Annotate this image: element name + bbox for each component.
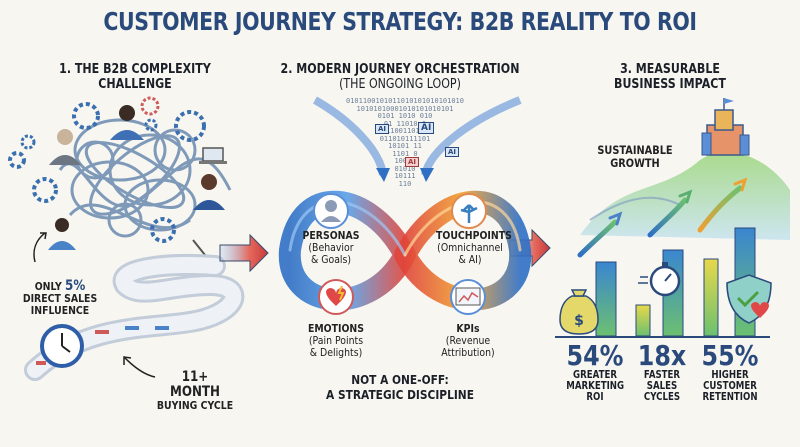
stat-sales-cycles: 18x FASTER SALES CYCLES xyxy=(627,342,697,403)
node-title: EMOTIONS xyxy=(307,322,364,335)
stat-label: GREATER xyxy=(573,369,617,381)
growth-label: SUSTAINABLE GROWTH xyxy=(593,144,678,170)
node-sub: (Pain Points xyxy=(308,334,364,347)
section-2-heading-line1: 2. MODERN JOURNEY ORCHESTRATION xyxy=(280,62,520,77)
node-sub: & Delights) xyxy=(309,346,363,359)
stat-customer-retention: 55% HIGHER CUSTOMER RETENTION xyxy=(695,342,765,403)
binary-line: 01010 xyxy=(394,164,416,173)
section-3-heading: 3. MEASURABLE BUSINESS IMPACT xyxy=(577,62,764,92)
gear-icon xyxy=(20,118,158,150)
stat-label: HIGHER xyxy=(711,369,749,381)
node-title: TOUCHPOINTS xyxy=(436,229,512,242)
node-emotions: EMOTIONS (Pain Points & Delights) xyxy=(302,323,370,359)
binary-line: 1011001101101 xyxy=(377,127,433,135)
node-kpis: KPIs (Revenue Attribution) xyxy=(434,323,502,359)
growth-label-line1: SUSTAINABLE xyxy=(597,143,673,157)
node-sub: & Goals) xyxy=(310,253,352,266)
callout-value: 5% xyxy=(65,278,86,294)
loop-footer-line2: A STRATEGIC DISCIPLINE xyxy=(326,387,474,402)
stat-marketing-roi: 54% GREATER MARKETING ROI xyxy=(560,342,630,403)
stat-label: SALES xyxy=(646,380,678,392)
hill xyxy=(580,151,790,240)
binary-line: 110 xyxy=(398,179,412,188)
callout-prefix: ONLY xyxy=(34,280,66,293)
callout-line1: 11+ MONTH xyxy=(169,369,220,400)
stat-label: CYCLES xyxy=(643,391,681,403)
binary-line: 10101 11 xyxy=(388,142,422,150)
stopwatch-icon xyxy=(638,262,681,297)
gear-icon xyxy=(140,96,160,116)
section-1-heading-line1: 1. THE B2B COMPLEXITY xyxy=(59,62,211,77)
node-personas: PERSONAS (Behavior & Goals) xyxy=(301,230,361,266)
binary-line: 10001 xyxy=(320,157,490,166)
arrow-double-icon xyxy=(192,239,206,256)
stat-label: MARKETING xyxy=(566,380,625,392)
node-sub: (Revenue xyxy=(445,334,491,347)
ai-chip-icon: AI xyxy=(418,122,435,134)
arrow-pointer-icon xyxy=(33,232,46,263)
callout-line3: INFLUENCE xyxy=(30,304,90,317)
ai-chip-icon: AI xyxy=(375,124,390,134)
calendar-road-icon xyxy=(24,253,245,381)
section-1-heading: 1. THE B2B COMPLEXITY CHALLENGE xyxy=(20,62,250,92)
svg-text:$: $ xyxy=(574,313,584,329)
stat-value: 55% xyxy=(701,339,759,372)
binary-line: 10111 xyxy=(394,172,416,180)
section-1-heading-line2: CHALLENGE xyxy=(98,77,172,92)
shield-heart-icon xyxy=(726,274,772,324)
castle-icon xyxy=(701,98,750,156)
stat-label: ROI xyxy=(586,391,604,403)
money-bag-icon: $ xyxy=(559,289,599,335)
growth-arrows xyxy=(577,177,748,258)
gear-icon xyxy=(8,102,206,243)
node-title: PERSONAS xyxy=(302,229,360,242)
section-3-heading-line1: 3. MEASURABLE xyxy=(620,62,720,77)
callout-buying-cycle: 11+ MONTH BUYING CYCLE xyxy=(157,370,234,412)
node-title: KPIs xyxy=(456,322,480,335)
growth-label-line2: GROWTH xyxy=(610,156,660,170)
ai-chip-icon: AI xyxy=(405,157,420,167)
callout-direct-sales: ONLY 5% DIRECT SALES INFLUENCE xyxy=(18,278,103,317)
ai-chip-icon: AI xyxy=(445,147,460,157)
laptop-icon xyxy=(199,147,227,164)
binary-line: 0101100101011010101010101010 xyxy=(345,97,464,105)
binary-funnel xyxy=(313,96,522,182)
binary-line: 011010111101 xyxy=(379,134,431,143)
binary-line: 10101010001010101010101 xyxy=(356,104,454,113)
arrow-pointer-icon xyxy=(124,357,156,378)
clock-icon xyxy=(40,324,84,368)
binary-line: 0101 1010 010 xyxy=(377,112,433,120)
binary-line: 1101 0 xyxy=(392,149,418,158)
stat-label: FASTER xyxy=(643,369,681,381)
node-sub: (Omnichannel xyxy=(437,241,503,254)
stat-label: RETENTION xyxy=(702,391,758,403)
loop-footer-line1: NOT A ONE-OFF: xyxy=(351,372,449,387)
loop-footer: NOT A ONE-OFF: A STRATEGIC DISCIPLINE xyxy=(315,372,485,402)
stat-label: CUSTOMER xyxy=(703,380,757,392)
callout-line2: BUYING CYCLE xyxy=(156,399,234,412)
section-2-heading-line2: (THE ONGOING LOOP) xyxy=(339,77,461,92)
node-touchpoints: TOUCHPOINTS (Omnichannel & AI) xyxy=(436,229,512,266)
page-title: CUSTOMER JOURNEY STRATEGY: B2B REALITY T… xyxy=(103,7,697,36)
binary-line: 01 11010 0 xyxy=(383,119,427,128)
binary-stream: 0101100101011010101010101010 10101010001… xyxy=(320,97,490,188)
stat-value: 18x xyxy=(637,339,687,372)
section-2-heading: 2. MODERN JOURNEY ORCHESTRATION (THE ONG… xyxy=(277,62,524,92)
node-sub: Attribution) xyxy=(441,346,495,359)
callout-line2: DIRECT SALES xyxy=(22,292,98,305)
stat-value: 54% xyxy=(566,339,624,372)
section-3-heading-line2: BUSINESS IMPACT xyxy=(614,77,726,92)
node-sub: & AI) xyxy=(458,253,482,266)
node-sub: (Behavior xyxy=(308,241,354,254)
